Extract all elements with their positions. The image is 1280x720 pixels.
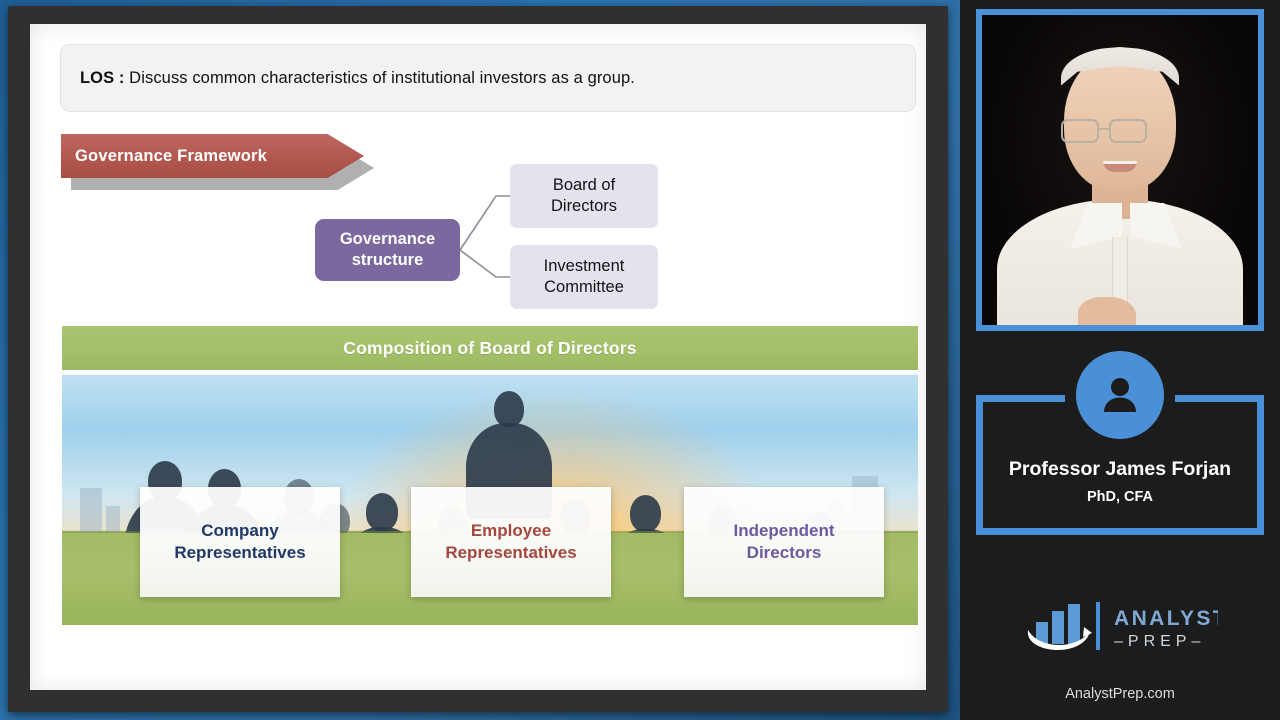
video-background bbox=[982, 15, 1258, 325]
slide-frame: LOS : Discuss common characteristics of … bbox=[8, 6, 948, 712]
presenter-name: Professor James Forjan bbox=[1008, 458, 1232, 480]
governance-structure-node: Governance structure bbox=[315, 219, 460, 281]
investment-committee-line1: Investment bbox=[543, 256, 625, 275]
investment-committee-line2: Committee bbox=[544, 278, 624, 296]
governance-structure-line1: Governance bbox=[339, 229, 436, 248]
attendee-head-8 bbox=[630, 495, 661, 532]
attendee-head-5 bbox=[366, 493, 398, 531]
avatar bbox=[1076, 351, 1164, 439]
los-text: LOS : Discuss common characteristics of … bbox=[80, 69, 635, 88]
card-employee-line2: Representatives bbox=[445, 543, 577, 562]
brand-url[interactable]: AnalystPrep.com bbox=[1065, 686, 1175, 702]
board-of-directors-node: Board of Directors bbox=[510, 164, 658, 228]
section-header-bar: Composition of Board of Directors bbox=[62, 326, 918, 370]
governance-structure-line2: structure bbox=[351, 251, 424, 269]
city-building-1 bbox=[80, 488, 102, 540]
card-independent-directors: Independent Directors bbox=[684, 487, 884, 597]
presenter-hand bbox=[1078, 297, 1136, 325]
banner-arrow: Governance Framework bbox=[61, 134, 364, 178]
card-employee-representatives: Employee Representatives bbox=[411, 487, 611, 597]
los-label: LOS : bbox=[80, 68, 125, 87]
los-box: LOS : Discuss common characteristics of … bbox=[60, 44, 916, 112]
brand-logo[interactable]: ANALYST –PREP– bbox=[960, 596, 1280, 658]
slide-canvas: LOS : Discuss common characteristics of … bbox=[30, 24, 926, 690]
presenter-sidebar: Professor James Forjan PhD, CFA ANALYST … bbox=[960, 0, 1280, 720]
card-company-line2: Representatives bbox=[174, 543, 306, 562]
presenter-shirt-placket bbox=[1112, 237, 1128, 311]
section-header-separator bbox=[62, 370, 918, 375]
banner-label: Governance Framework bbox=[75, 146, 267, 165]
speaker-head-silhouette bbox=[494, 391, 524, 427]
presenter-glasses-left-lens bbox=[1061, 119, 1099, 143]
presenter-card: Professor James Forjan PhD, CFA bbox=[976, 351, 1264, 535]
governance-framework-banner: Governance Framework bbox=[61, 134, 391, 206]
analystprep-logo-icon: ANALYST –PREP– bbox=[1027, 602, 1226, 650]
section-header-label: Composition of Board of Directors bbox=[343, 337, 637, 358]
person-icon bbox=[1104, 378, 1136, 412]
card-company-representatives: Company Representatives bbox=[140, 487, 340, 597]
presenter-video[interactable] bbox=[976, 9, 1264, 331]
card-company-line1: Company bbox=[201, 520, 279, 540]
presenter-glasses-right-lens bbox=[1109, 119, 1147, 143]
card-independent-line2: Directors bbox=[746, 543, 822, 562]
board-of-directors-line2: Directors bbox=[550, 197, 617, 215]
investment-committee-node: Investment Committee bbox=[510, 245, 658, 309]
presenter-mouth bbox=[1103, 161, 1137, 172]
card-independent-line1: Independent bbox=[733, 520, 835, 540]
card-employee-line1: Employee bbox=[470, 520, 552, 540]
presenter-credentials: PhD, CFA bbox=[1086, 489, 1154, 505]
logo-word-prep: –PREP– bbox=[1114, 633, 1205, 650]
los-statement: Discuss common characteristics of instit… bbox=[124, 68, 635, 87]
presenter-glasses-bridge bbox=[1099, 128, 1109, 130]
logo-word-analyst: ANALYST bbox=[1114, 607, 1218, 630]
slide-stage: LOS : Discuss common characteristics of … bbox=[0, 0, 960, 720]
board-of-directors-line1: Board of bbox=[552, 175, 616, 194]
